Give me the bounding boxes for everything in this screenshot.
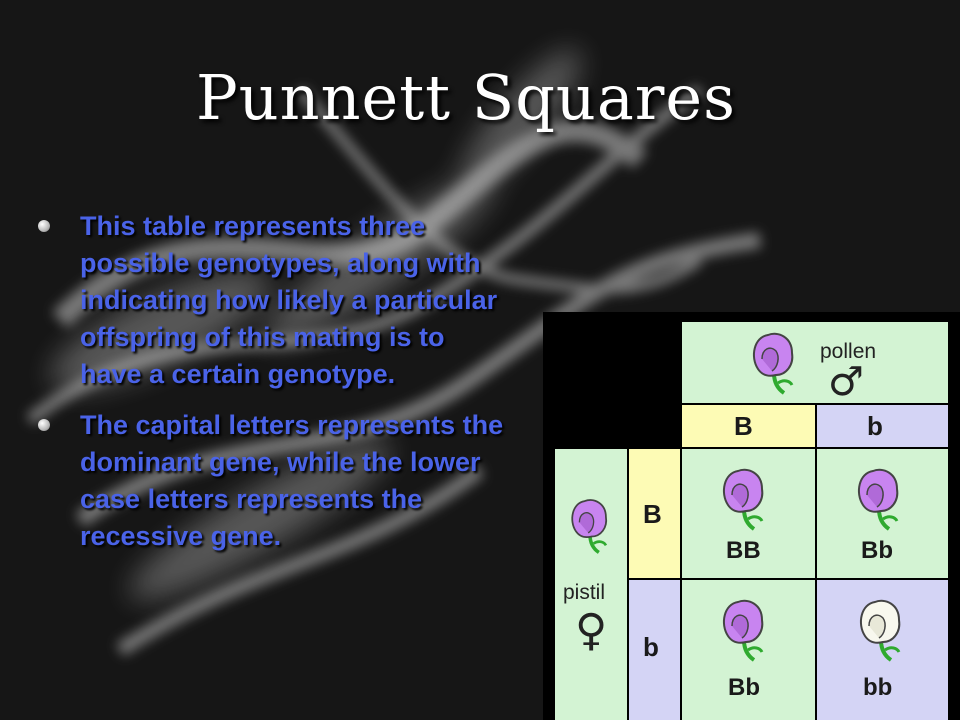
purple-flower-icon: [722, 468, 764, 531]
offspring-cell: bb: [817, 580, 948, 720]
offspring-cell: Bb: [817, 449, 948, 578]
bullet-item: This table represents three possible gen…: [36, 208, 506, 393]
pistil-allele-cell: b: [629, 580, 680, 720]
genotype-label: Bb: [728, 674, 760, 701]
purple-flower-icon: [571, 499, 608, 554]
genotype-label: bb: [863, 674, 893, 701]
male-symbol-icon: ♂: [828, 359, 864, 405]
purple-flower-icon: [857, 468, 899, 531]
offspring-cell: Bb: [682, 580, 815, 720]
purple-flower-icon: [752, 332, 794, 395]
bullet-text: The capital letters represents the domin…: [80, 410, 504, 551]
bullet-list: This table represents three possible gen…: [36, 208, 506, 569]
pollen-header-cell: pollen ♂: [682, 322, 948, 403]
white-flower-icon: [859, 599, 901, 662]
pollen-label: pollen: [820, 340, 877, 363]
bullet-dot-icon: [38, 220, 50, 232]
purple-flower-icon: [722, 599, 764, 662]
pistil-allele-label: B: [643, 499, 662, 529]
bullet-dot-icon: [38, 419, 50, 431]
punnett-square: pollen ♂ B b pistil ♀ B b BB: [543, 312, 960, 720]
female-symbol-icon: ♀: [575, 605, 608, 656]
genotype-label: Bb: [861, 537, 893, 564]
offspring-cell: BB: [682, 449, 815, 578]
genotype-label: BB: [726, 537, 761, 564]
pistil-allele-cell: B: [629, 449, 680, 578]
pistil-allele-label: b: [643, 632, 659, 662]
pollen-allele-cell: B: [682, 405, 815, 447]
slide-title: Punnett Squares: [196, 61, 736, 134]
pollen-allele-label: b: [867, 411, 883, 441]
pollen-allele-label: B: [734, 411, 753, 441]
pistil-header-cell: pistil ♀: [555, 449, 627, 720]
bullet-item: The capital letters represents the domin…: [36, 407, 506, 555]
pistil-label: pistil: [563, 581, 606, 604]
bullet-text: This table represents three possible gen…: [80, 211, 498, 389]
pollen-allele-cell: b: [817, 405, 948, 447]
